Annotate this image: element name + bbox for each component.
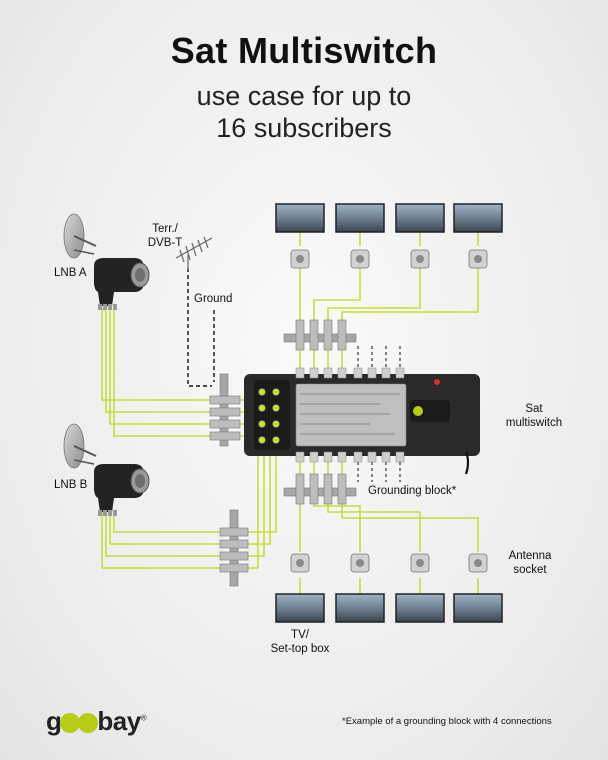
terr-dvbt-label: Terr./ DVB-T xyxy=(140,222,190,250)
antenna-socket-icon xyxy=(410,249,430,269)
goobay-logo: g bay® xyxy=(46,706,147,737)
multiswitch-icon xyxy=(244,367,480,475)
footnote: *Example of a grounding block with 4 con… xyxy=(342,716,552,727)
subtitle-line-2: 16 subscribers xyxy=(216,113,392,143)
dvbt-label-line: DVB-T xyxy=(147,237,183,249)
antenna-socket-icon xyxy=(290,249,310,269)
tv-screen-icon xyxy=(395,203,445,233)
tv-antenna-icon xyxy=(175,236,213,270)
socket-label-line: socket xyxy=(513,564,547,576)
tv-screen-icon xyxy=(335,203,385,233)
grounding-block-icon xyxy=(283,319,357,351)
sat-multiswitch-label: Sat multiswitch xyxy=(494,402,574,430)
tv-screen-icon xyxy=(275,593,325,623)
logo-text-post: bay xyxy=(97,706,141,736)
ground-label: Ground xyxy=(194,293,233,305)
set-top-box-label-line: Set-top box xyxy=(270,643,330,655)
lnb-b-label: LNB B xyxy=(54,479,88,491)
tv-screen-icon xyxy=(453,203,503,233)
page-subtitle: use case for up to 16 subscribers xyxy=(0,80,608,144)
lnb-a-label: LNB A xyxy=(54,267,87,279)
subtitle-line-1: use case for up to xyxy=(196,81,412,111)
lnb-icon xyxy=(94,258,150,310)
ground-wires xyxy=(187,268,215,387)
terr-label-line: Terr./ xyxy=(152,223,178,235)
antenna-socket-icon xyxy=(350,553,370,573)
antenna-label-line: Antenna xyxy=(508,550,552,562)
logo-circle-icon xyxy=(78,713,99,733)
tv-screen-icon xyxy=(335,593,385,623)
sat-label-line: Sat xyxy=(525,403,543,415)
logo-circle-icon xyxy=(60,713,81,733)
antenna-socket-icon xyxy=(468,553,488,573)
page-title: Sat Multiswitch xyxy=(170,30,438,71)
antenna-socket-icon xyxy=(290,553,310,573)
antenna-socket-icon xyxy=(410,553,430,573)
grounding-block-icon xyxy=(283,473,357,505)
grounding-block-label: Grounding block* xyxy=(368,485,457,497)
logo-text-pre: g xyxy=(46,706,62,736)
lnb-icon xyxy=(94,464,150,516)
antenna-socket-icon xyxy=(350,249,370,269)
satellite-dish-icon xyxy=(63,213,97,259)
tv-screen-icon xyxy=(453,593,503,623)
tv-label-line: TV/ xyxy=(291,629,309,641)
tv-screen-icon xyxy=(395,593,445,623)
unused-ports xyxy=(357,346,401,482)
multiswitch-label-line: multiswitch xyxy=(505,417,563,429)
grounding-block-icon xyxy=(219,509,249,587)
grounding-block-icon xyxy=(209,373,241,447)
antenna-socket-icon xyxy=(468,249,488,269)
logo-registered-mark: ® xyxy=(140,713,147,723)
antenna-socket-label: Antenna socket xyxy=(498,549,562,577)
tv-set-top-box-label: TV/ Set-top box xyxy=(262,628,338,656)
tv-screen-icon xyxy=(275,203,325,233)
satellite-dish-icon xyxy=(63,423,97,469)
